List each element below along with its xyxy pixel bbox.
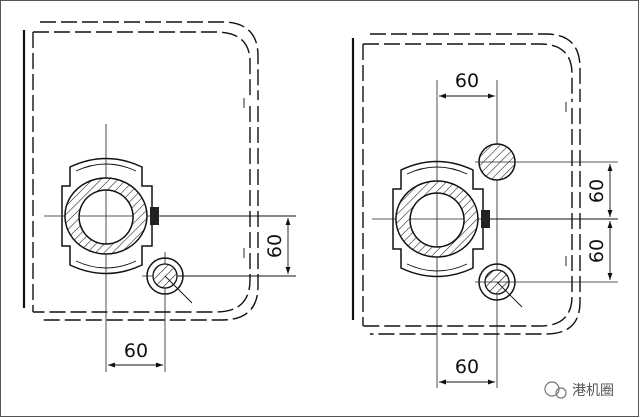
left-set-bolt bbox=[150, 207, 159, 225]
left-horizontal-dimension: 60 bbox=[108, 340, 163, 368]
left-view: 60 60 bbox=[22, 21, 296, 372]
left-small-shaft bbox=[146, 257, 193, 304]
left-vertical-dim-label: 60 bbox=[264, 234, 286, 258]
left-horizontal-dim-label: 60 bbox=[124, 340, 148, 362]
right-bottom-dimension: 60 bbox=[439, 356, 495, 385]
right-shaft-section bbox=[395, 180, 479, 258]
right-view: 60 60 60 60 bbox=[351, 33, 618, 388]
right-lower-vertical-dimension: 60 bbox=[586, 221, 613, 280]
watermark-icon bbox=[544, 381, 560, 397]
right-upper-vertical-dimension: 60 bbox=[586, 164, 613, 217]
left-housing bbox=[61, 157, 153, 275]
right-top-dim-label: 60 bbox=[455, 70, 479, 92]
right-bottom-dim-label: 60 bbox=[455, 356, 479, 378]
right-housing bbox=[392, 160, 484, 278]
right-upper-shaft bbox=[475, 143, 618, 181]
left-vertical-dimension: 60 bbox=[160, 215, 296, 277]
watermark: 港机圈 bbox=[544, 381, 614, 399]
left-frame-outline bbox=[22, 21, 259, 321]
right-upper-vertical-dim-label: 60 bbox=[586, 179, 608, 203]
right-frame-outline bbox=[351, 33, 581, 335]
right-top-dimension: 60 bbox=[439, 70, 495, 99]
right-lower-shaft bbox=[475, 263, 618, 308]
watermark-text: 港机圈 bbox=[572, 383, 614, 399]
right-centerlines bbox=[372, 80, 500, 388]
right-set-bolt bbox=[481, 210, 490, 228]
left-shaft-section bbox=[64, 177, 148, 255]
right-lower-vertical-dim-label: 60 bbox=[586, 239, 608, 263]
